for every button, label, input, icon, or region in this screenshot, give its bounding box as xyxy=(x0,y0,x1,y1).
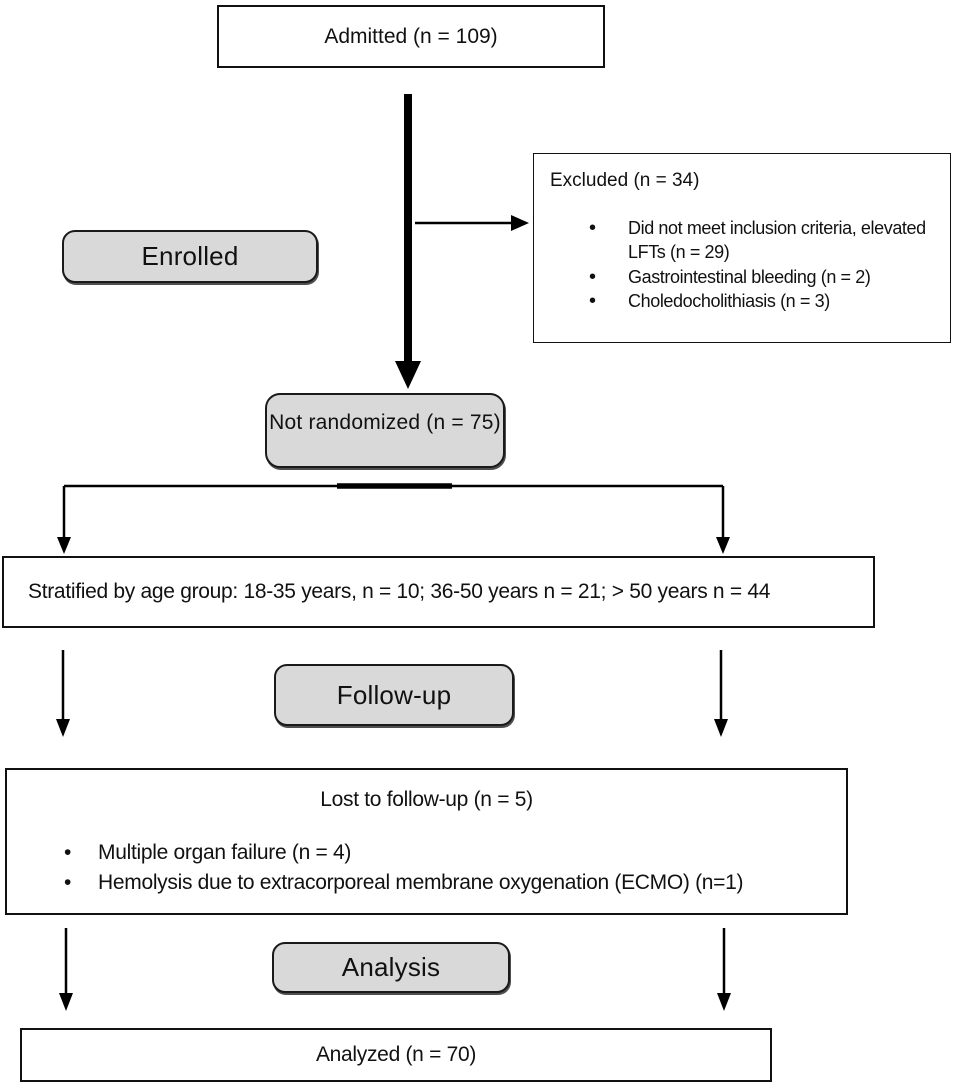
not-randomized-label: Not randomized (n = 75) xyxy=(269,411,501,434)
stratified-box: Stratified by age group: 18-35 years, n … xyxy=(2,556,875,628)
arrowhead-to-excluded xyxy=(511,215,529,231)
arrowhead-branch-right xyxy=(716,537,730,554)
admitted-label: Admitted (n = 109) xyxy=(324,24,498,48)
excluded-box: Excluded (n = 34) Did not meet inclusion… xyxy=(533,153,951,343)
arrowhead-right-lost-to-analyzed xyxy=(717,993,731,1011)
lost-to-followup-box: Lost to follow-up (n = 5) Multiple organ… xyxy=(5,768,848,915)
lost-title: Lost to follow-up (n = 5) xyxy=(320,788,533,811)
arrowhead-left-stratified-to-lost xyxy=(56,719,70,737)
analyzed-box: Analyzed (n = 70) xyxy=(20,1028,772,1082)
analysis-label: Analysis xyxy=(341,952,441,982)
lost-reason-item: Multiple organ failure (n = 4) xyxy=(7,838,846,869)
lost-reasons-list: Multiple organ failure (n = 4) Hemolysis… xyxy=(7,838,846,899)
followup-label: Follow-up xyxy=(336,679,452,710)
analysis-stage-box: Analysis xyxy=(272,942,510,993)
admitted-box: Admitted (n = 109) xyxy=(217,5,605,68)
lost-reason-item: Hemolysis due to extracorporeal membrane… xyxy=(7,868,846,899)
enrolled-stage-box: Enrolled xyxy=(62,230,318,283)
arrowhead-right-stratified-to-lost xyxy=(714,719,728,737)
arrowhead-left-lost-to-analyzed xyxy=(59,993,73,1011)
enrolled-label: Enrolled xyxy=(141,241,239,271)
analyzed-label: Analyzed (n = 70) xyxy=(315,1043,477,1066)
excluded-reasons-list: Did not meet inclusion criteria, elevate… xyxy=(534,215,950,315)
arrowhead-admitted-to-notrandomized xyxy=(395,361,421,389)
not-randomized-box: Not randomized (n = 75) xyxy=(265,393,505,468)
stratified-label: Stratified by age group: 18-35 years, n … xyxy=(28,580,771,603)
arrowhead-branch-left xyxy=(57,537,71,554)
followup-stage-box: Follow-up xyxy=(274,664,514,726)
excluded-reason-item: Gastrointestinal bleeding (n = 2) xyxy=(534,264,950,291)
excluded-reason-item: Did not meet inclusion criteria, elevate… xyxy=(534,215,950,265)
excluded-title: Excluded (n = 34) xyxy=(550,170,700,191)
excluded-reason-item: Choledocholithiasis (n = 3) xyxy=(534,288,950,315)
